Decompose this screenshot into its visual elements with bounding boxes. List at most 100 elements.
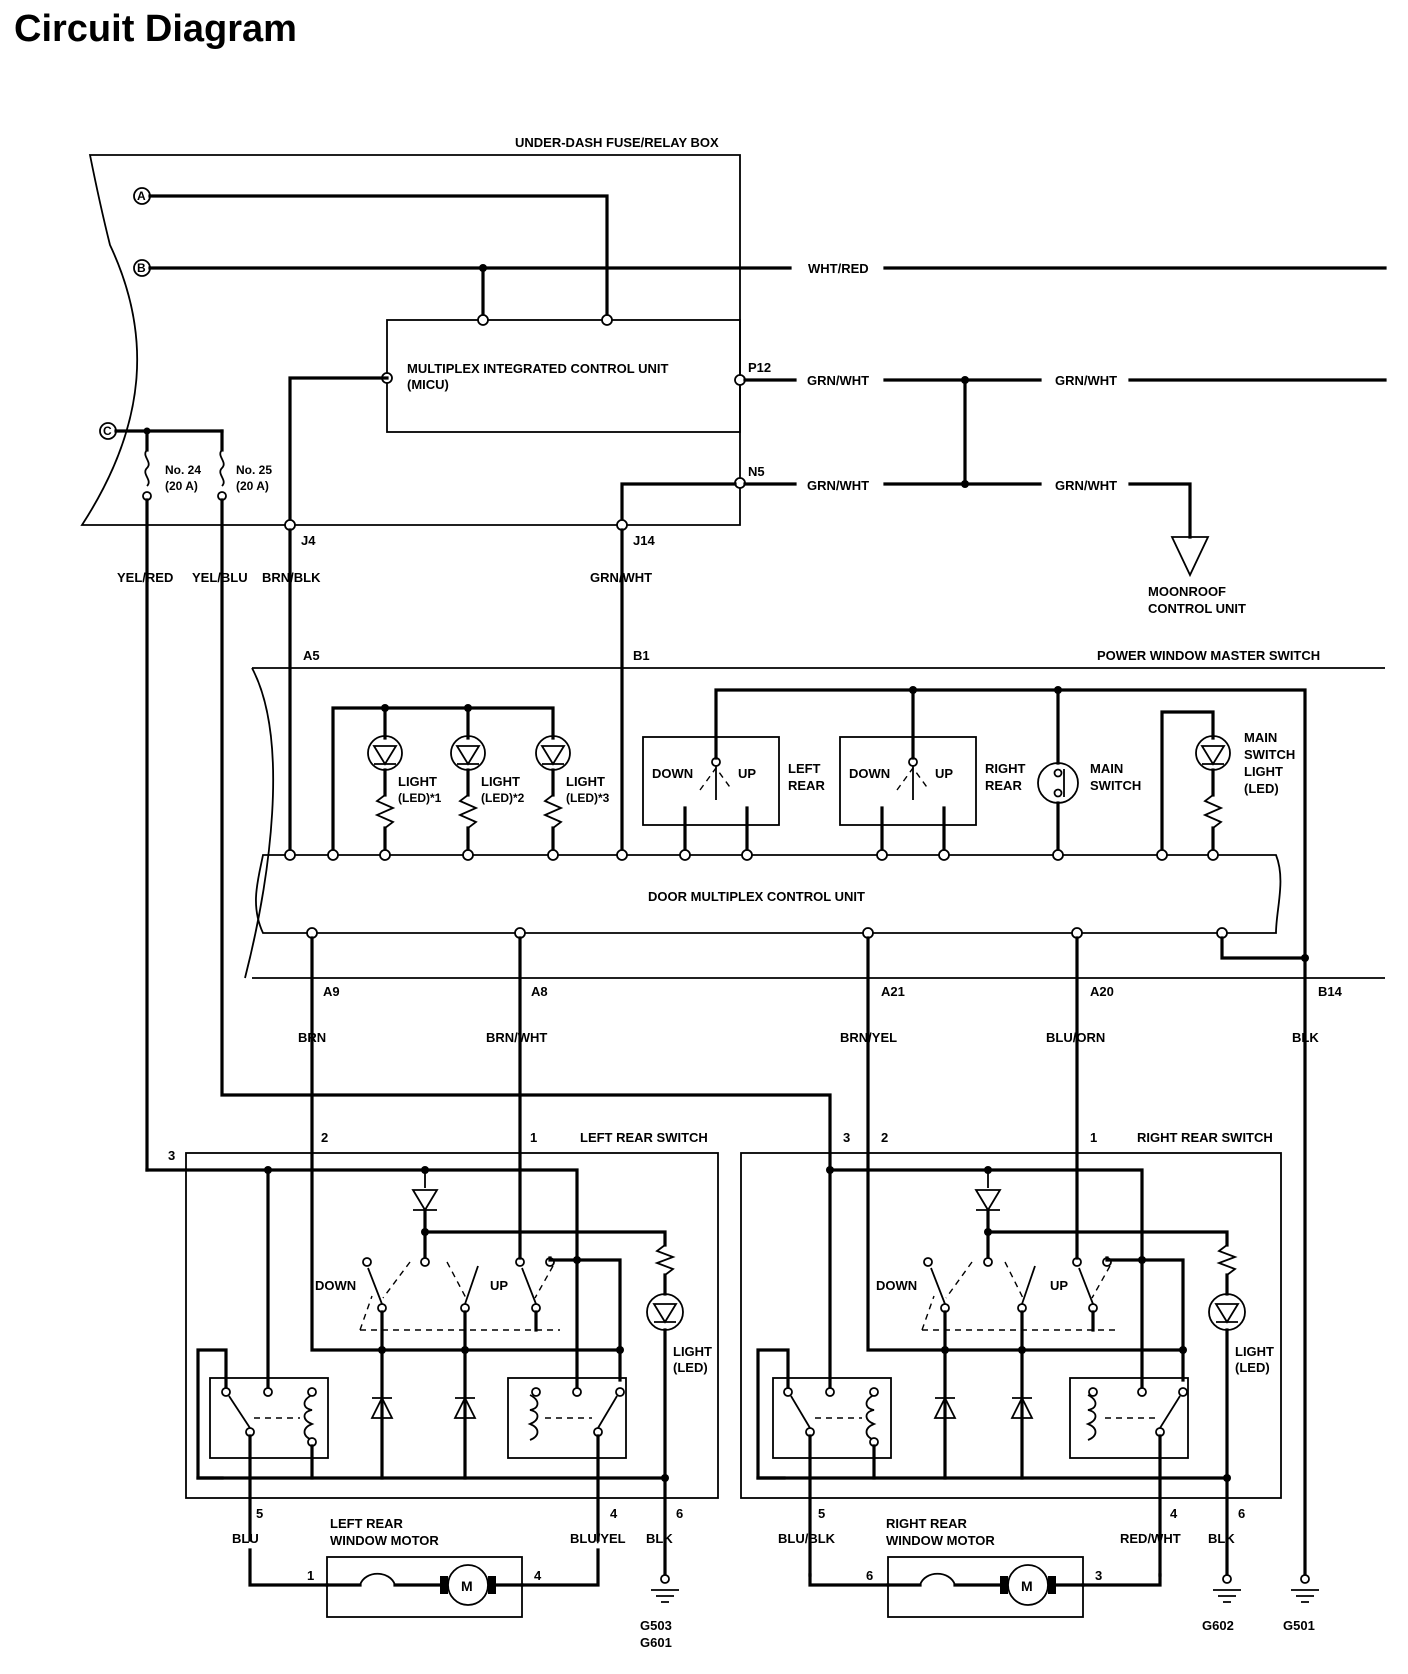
connector-b-label: B — [137, 261, 146, 275]
moonroof-label-1: MOONROOF — [1148, 584, 1226, 599]
master-lr-up: UP — [738, 766, 756, 781]
rr-up-label: UP — [1050, 1278, 1068, 1293]
wire-label-blu-blk: BLU/BLK — [778, 1531, 836, 1546]
micu-box: MULTIPLEX INTEGRATED CONTROL UNIT (MICU) — [386, 319, 741, 433]
master-lr-down: DOWN — [652, 766, 693, 781]
door-unit-bottom-terminals — [306, 927, 1228, 939]
connector-a-label: A — [137, 189, 146, 203]
wire-label-blu-orn: BLU/ORN — [1046, 1030, 1105, 1045]
door-unit-top-terminals — [284, 849, 1219, 861]
ground-right: G602 — [1202, 1574, 1241, 1633]
terminal-a5: A5 — [303, 648, 320, 663]
ground-master: G501 — [1283, 1574, 1319, 1633]
wire-label-grn-wht-1: GRN/WHT — [807, 373, 869, 388]
led-light-2: LIGHT (LED)*2 — [450, 706, 525, 857]
lr-up-label: UP — [490, 1278, 508, 1293]
fuse-box-label: UNDER-DASH FUSE/RELAY BOX — [515, 135, 719, 150]
wire-label-brn-wht: BRN/WHT — [486, 1030, 547, 1045]
rr-terminal-3: 3 — [843, 1130, 850, 1145]
right-motor-label-1: RIGHT REAR — [886, 1516, 968, 1531]
right-motor-label-2: WINDOW MOTOR — [886, 1533, 995, 1548]
light-1-label-2: (LED)*1 — [398, 791, 442, 805]
light-3-label-2: (LED)*3 — [566, 791, 610, 805]
rr-terminal-2: 2 — [881, 1130, 888, 1145]
master-rr-label-1: RIGHT — [985, 761, 1026, 776]
ground-g501: G501 — [1283, 1618, 1315, 1633]
rm-terminal-3: 3 — [1095, 1568, 1102, 1583]
power-window-master-switch: POWER WINDOW MASTER SWITCH — [244, 648, 1385, 979]
master-left-rear-switch: DOWN UP LEFT REAR — [642, 736, 825, 857]
fuse-relay-box: UNDER-DASH FUSE/RELAY BOX — [80, 135, 741, 526]
lr-terminal-3: 3 — [168, 1148, 175, 1163]
wire-label-blu: BLU — [232, 1531, 259, 1546]
terminal-a9: A9 — [323, 984, 340, 999]
led-light-1: LIGHT (LED)*1 — [367, 706, 442, 857]
moonroof-label-2: CONTROL UNIT — [1148, 601, 1246, 616]
wire-label-wht-red: WHT/RED — [808, 261, 869, 276]
rr-terminal-6: 6 — [1238, 1506, 1245, 1521]
master-rr-label-2: REAR — [985, 778, 1022, 793]
ground-left: G503 G601 — [640, 1574, 679, 1650]
fuse-25-label-1: No. 25 — [236, 463, 272, 477]
master-switch-label: POWER WINDOW MASTER SWITCH — [1097, 648, 1320, 663]
left-rear-switch-label: LEFT REAR SWITCH — [580, 1130, 708, 1145]
lr-terminal-2: 2 — [321, 1130, 328, 1145]
master-lr-label-2: REAR — [788, 778, 825, 793]
right-rear-switch: RIGHT REAR SWITCH 3 2 1 LIGHT (LED) DOWN… — [740, 1130, 1282, 1577]
light-2-label-1: LIGHT — [481, 774, 520, 789]
fuse-24-label-2: (20 A) — [165, 479, 198, 493]
lr-light-label-2: (LED) — [673, 1360, 708, 1375]
rr-light-label-2: (LED) — [1235, 1360, 1270, 1375]
wire-label-grn-wht-2: GRN/WHT — [1055, 373, 1117, 388]
left-motor-m: M — [461, 1578, 473, 1594]
wire-label-blk-master: BLK — [1292, 1030, 1319, 1045]
lr-terminal-5: 5 — [256, 1506, 263, 1521]
ground-g602: G602 — [1202, 1618, 1234, 1633]
right-rear-switch-label: RIGHT REAR SWITCH — [1137, 1130, 1273, 1145]
terminal-a20: A20 — [1090, 984, 1114, 999]
wire-label-red-wht: RED/WHT — [1120, 1531, 1181, 1546]
main-switch-light-label-2: SWITCH — [1244, 747, 1295, 762]
terminal-b1: B1 — [633, 648, 650, 663]
terminal-a8: A8 — [531, 984, 548, 999]
wire-label-blu-yel: BLU/YEL — [570, 1531, 626, 1546]
lr-terminal-4: 4 — [610, 1506, 618, 1521]
moonroof-connector-icon — [1170, 536, 1210, 578]
light-1-label-1: LIGHT — [398, 774, 437, 789]
rr-terminal-4: 4 — [1170, 1506, 1178, 1521]
door-unit-label: DOOR MULTIPLEX CONTROL UNIT — [648, 889, 865, 904]
terminal-j14: J14 — [633, 533, 655, 548]
wire-label-yel-red: YEL/RED — [117, 570, 173, 585]
lr-light-label-1: LIGHT — [673, 1344, 712, 1359]
rm-terminal-6: 6 — [866, 1568, 873, 1583]
main-switch-light-label-4: (LED) — [1244, 781, 1279, 796]
door-multiplex-control-unit: DOOR MULTIPLEX CONTROL UNIT — [255, 854, 1282, 934]
wire-label-grn-wht-3: GRN/WHT — [807, 478, 869, 493]
lr-down-label: DOWN — [315, 1278, 356, 1293]
lr-terminal-6: 6 — [676, 1506, 683, 1521]
page-title: Circuit Diagram — [14, 8, 297, 50]
terminal-p12: P12 — [748, 360, 771, 375]
led-light-3: LIGHT (LED)*3 — [535, 735, 610, 857]
left-rear-switch: LEFT REAR SWITCH 2 1 3 LIGHT (LED) DOWN … — [145, 1130, 719, 1577]
main-switch-light: MAIN SWITCH LIGHT (LED) — [1160, 710, 1295, 857]
rr-terminal-1: 1 — [1090, 1130, 1097, 1145]
fuse-25-icon — [219, 449, 225, 487]
master-lr-label-1: LEFT — [788, 761, 821, 776]
micu-label-1: MULTIPLEX INTEGRATED CONTROL UNIT — [407, 361, 668, 376]
connector-c-label: C — [103, 424, 112, 438]
light-3-label-1: LIGHT — [566, 774, 605, 789]
right-rear-window-motor: M RIGHT REAR WINDOW MOTOR 6 3 — [808, 1516, 1162, 1618]
fuse-25-label-2: (20 A) — [236, 479, 269, 493]
wire-label-yel-blu: YEL/BLU — [192, 570, 248, 585]
wire-label-blk-left: BLK — [646, 1531, 673, 1546]
ground-g503: G503 — [640, 1618, 672, 1633]
terminal-b14: B14 — [1318, 984, 1343, 999]
fuse-24-label-1: No. 24 — [165, 463, 201, 477]
left-rear-window-motor: M LEFT REAR WINDOW MOTOR 1 4 — [248, 1516, 600, 1618]
right-motor-m: M — [1021, 1578, 1033, 1594]
wire-label-brn: BRN — [298, 1030, 326, 1045]
terminal-n5: N5 — [748, 464, 765, 479]
lm-terminal-4: 4 — [534, 1568, 542, 1583]
rr-down-label: DOWN — [876, 1278, 917, 1293]
